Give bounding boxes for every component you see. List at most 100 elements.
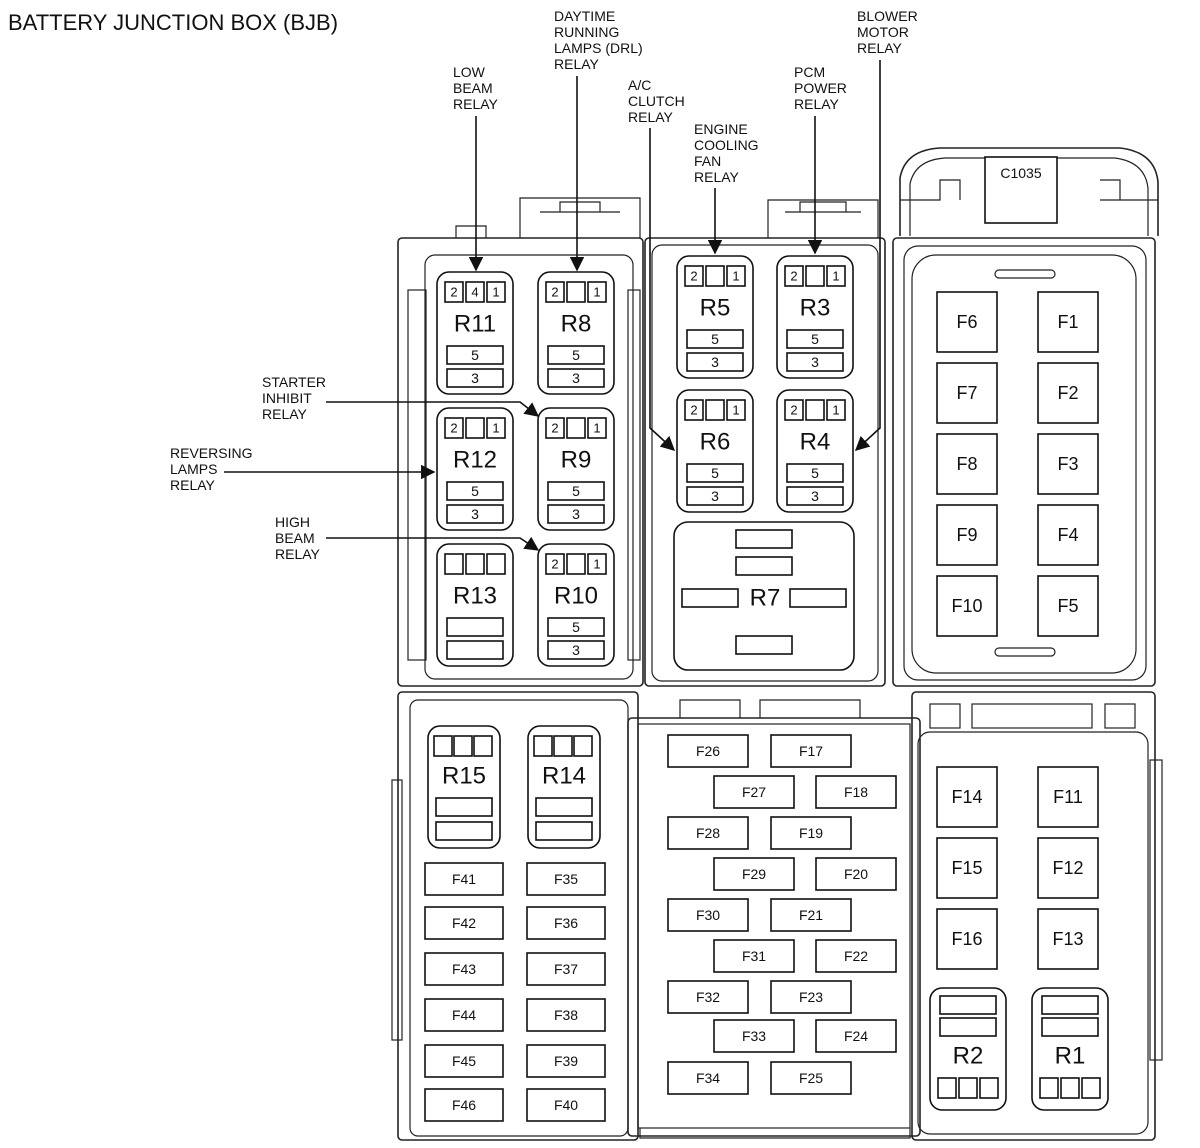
fuse-f38: F38	[526, 998, 606, 1032]
fuse-f26: F26	[667, 734, 749, 768]
fuse-f8: F8	[936, 433, 998, 495]
fuse-f11-label: F11	[1053, 787, 1083, 807]
callout-reversing-line2: LAMPS	[170, 461, 217, 477]
relay-r3-pin	[805, 265, 825, 287]
relay-r10-pin	[545, 553, 565, 575]
fuse-f29-label: F29	[742, 866, 766, 882]
fuse-f12: F12	[1037, 837, 1099, 899]
callout-pcm-line2: POWER	[794, 80, 847, 96]
fuse-f9: F9	[936, 504, 998, 566]
fuse-f41: F41	[424, 862, 504, 896]
callout-starter-inhibit-relay: STARTER INHIBIT RELAY	[262, 374, 540, 422]
relay-r7-slot-left	[681, 588, 739, 608]
relay-r14-slot-b	[535, 821, 593, 841]
relay-r8-pin-label: 2	[551, 285, 558, 300]
relay-r8-pin	[587, 281, 607, 303]
callout-reversing-line3: RELAY	[170, 477, 216, 493]
relay-r5-label: R5	[700, 295, 731, 322]
callout-blower-motor-relay: BLOWER MOTOR RELAY	[854, 8, 918, 451]
relay-r4-pin	[784, 399, 804, 421]
fuse-f16-label: F16	[951, 929, 982, 949]
relay-r6-slot-3	[686, 486, 744, 506]
fuse-f32: F32	[667, 980, 749, 1014]
fuse-f26-label: F26	[696, 743, 720, 759]
relay-r15-pin	[433, 735, 453, 757]
relay-r5-slot-3-label: 3	[711, 354, 719, 370]
fuse-f27-label: F27	[742, 784, 766, 800]
callout-highbeam-line1: HIGH	[275, 514, 310, 530]
fuse-f42: F42	[424, 906, 504, 940]
callout-ecf-line3: FAN	[694, 153, 721, 169]
fuse-f18-label: F18	[844, 784, 868, 800]
relay-r3-label: R3	[800, 295, 831, 322]
callout-starter-line2: INHIBIT	[262, 390, 312, 406]
relay-r12-slot-5-label: 5	[471, 483, 479, 499]
relay-r2-pin	[979, 1077, 999, 1099]
callout-drl-relay: DAYTIME RUNNING LAMPS (DRL) RELAY	[554, 8, 643, 272]
relay-r13-label: R13	[453, 583, 497, 610]
relay-r8-label: R8	[561, 311, 592, 338]
relay-r15-label: R15	[442, 763, 486, 790]
fuse-f36: F36	[526, 906, 606, 940]
housing-outlines: C1035	[391, 147, 1163, 1141]
fuse-f46: F46	[424, 1088, 504, 1122]
relay-r13-pin	[444, 553, 464, 575]
fuse-f1: F1	[1037, 291, 1099, 353]
fuse-f21: F21	[770, 898, 852, 932]
relay-r14-pin	[553, 735, 573, 757]
fuse-f21-label: F21	[799, 907, 823, 923]
arrow-blower-motor	[854, 60, 881, 451]
relay-r15-slot-b	[435, 821, 493, 841]
callout-blower-line2: MOTOR	[857, 24, 909, 40]
relay-r4-pin	[826, 399, 846, 421]
relay-r7-slot-top2	[735, 556, 793, 576]
fuse-f24-label: F24	[844, 1028, 868, 1044]
relay-r9-pin	[566, 417, 586, 439]
relay-r1-pin	[1060, 1077, 1080, 1099]
fuse-f35: F35	[526, 862, 606, 896]
fuse-f45-label: F45	[452, 1053, 476, 1069]
relay-r8-slot-5-label: 5	[572, 347, 580, 363]
relay-r3-slot-3	[786, 352, 844, 372]
relay-r13: R13	[436, 543, 514, 667]
fuse-f41-label: F41	[452, 871, 476, 887]
arrow-ac-clutch	[649, 128, 676, 451]
relay-r15-pin	[453, 735, 473, 757]
fuse-f15-label: F15	[951, 858, 982, 878]
relay-r2-pin	[937, 1077, 957, 1099]
relay-r12-pin	[486, 417, 506, 439]
fuse-f7: F7	[936, 362, 998, 424]
fuse-f28: F28	[667, 816, 749, 850]
relay-r6-pin-label: 1	[732, 403, 739, 418]
relay-r12-slot-5	[446, 481, 504, 501]
fuse-f10: F10	[936, 575, 998, 637]
relay-r5-pin	[684, 265, 704, 287]
fuse-f11: F11	[1037, 766, 1099, 828]
relay-r11-slot-3	[446, 368, 504, 388]
diagram-title: BATTERY JUNCTION BOX (BJB)	[8, 10, 338, 35]
callout-low-beam-line2: BEAM	[453, 80, 493, 96]
callout-ac-line1: A/C	[628, 77, 651, 93]
relay-r13-pin	[465, 553, 485, 575]
relay-r6-pin	[705, 399, 725, 421]
fuse-f22: F22	[815, 939, 897, 973]
relay-r10-slot-5-label: 5	[572, 619, 580, 635]
fuse-f30-label: F30	[696, 907, 720, 923]
relay-r12-slot-3	[446, 504, 504, 524]
relay-r5-slot-3	[686, 352, 744, 372]
relay-r10-pin	[566, 553, 586, 575]
relay-r6-slot-3-label: 3	[711, 488, 719, 504]
relay-r10-slot-3	[547, 640, 605, 660]
fuse-f12-label: F12	[1052, 858, 1083, 878]
fuse-f22-label: F22	[844, 948, 868, 964]
fuse-f40-label: F40	[554, 1097, 578, 1113]
